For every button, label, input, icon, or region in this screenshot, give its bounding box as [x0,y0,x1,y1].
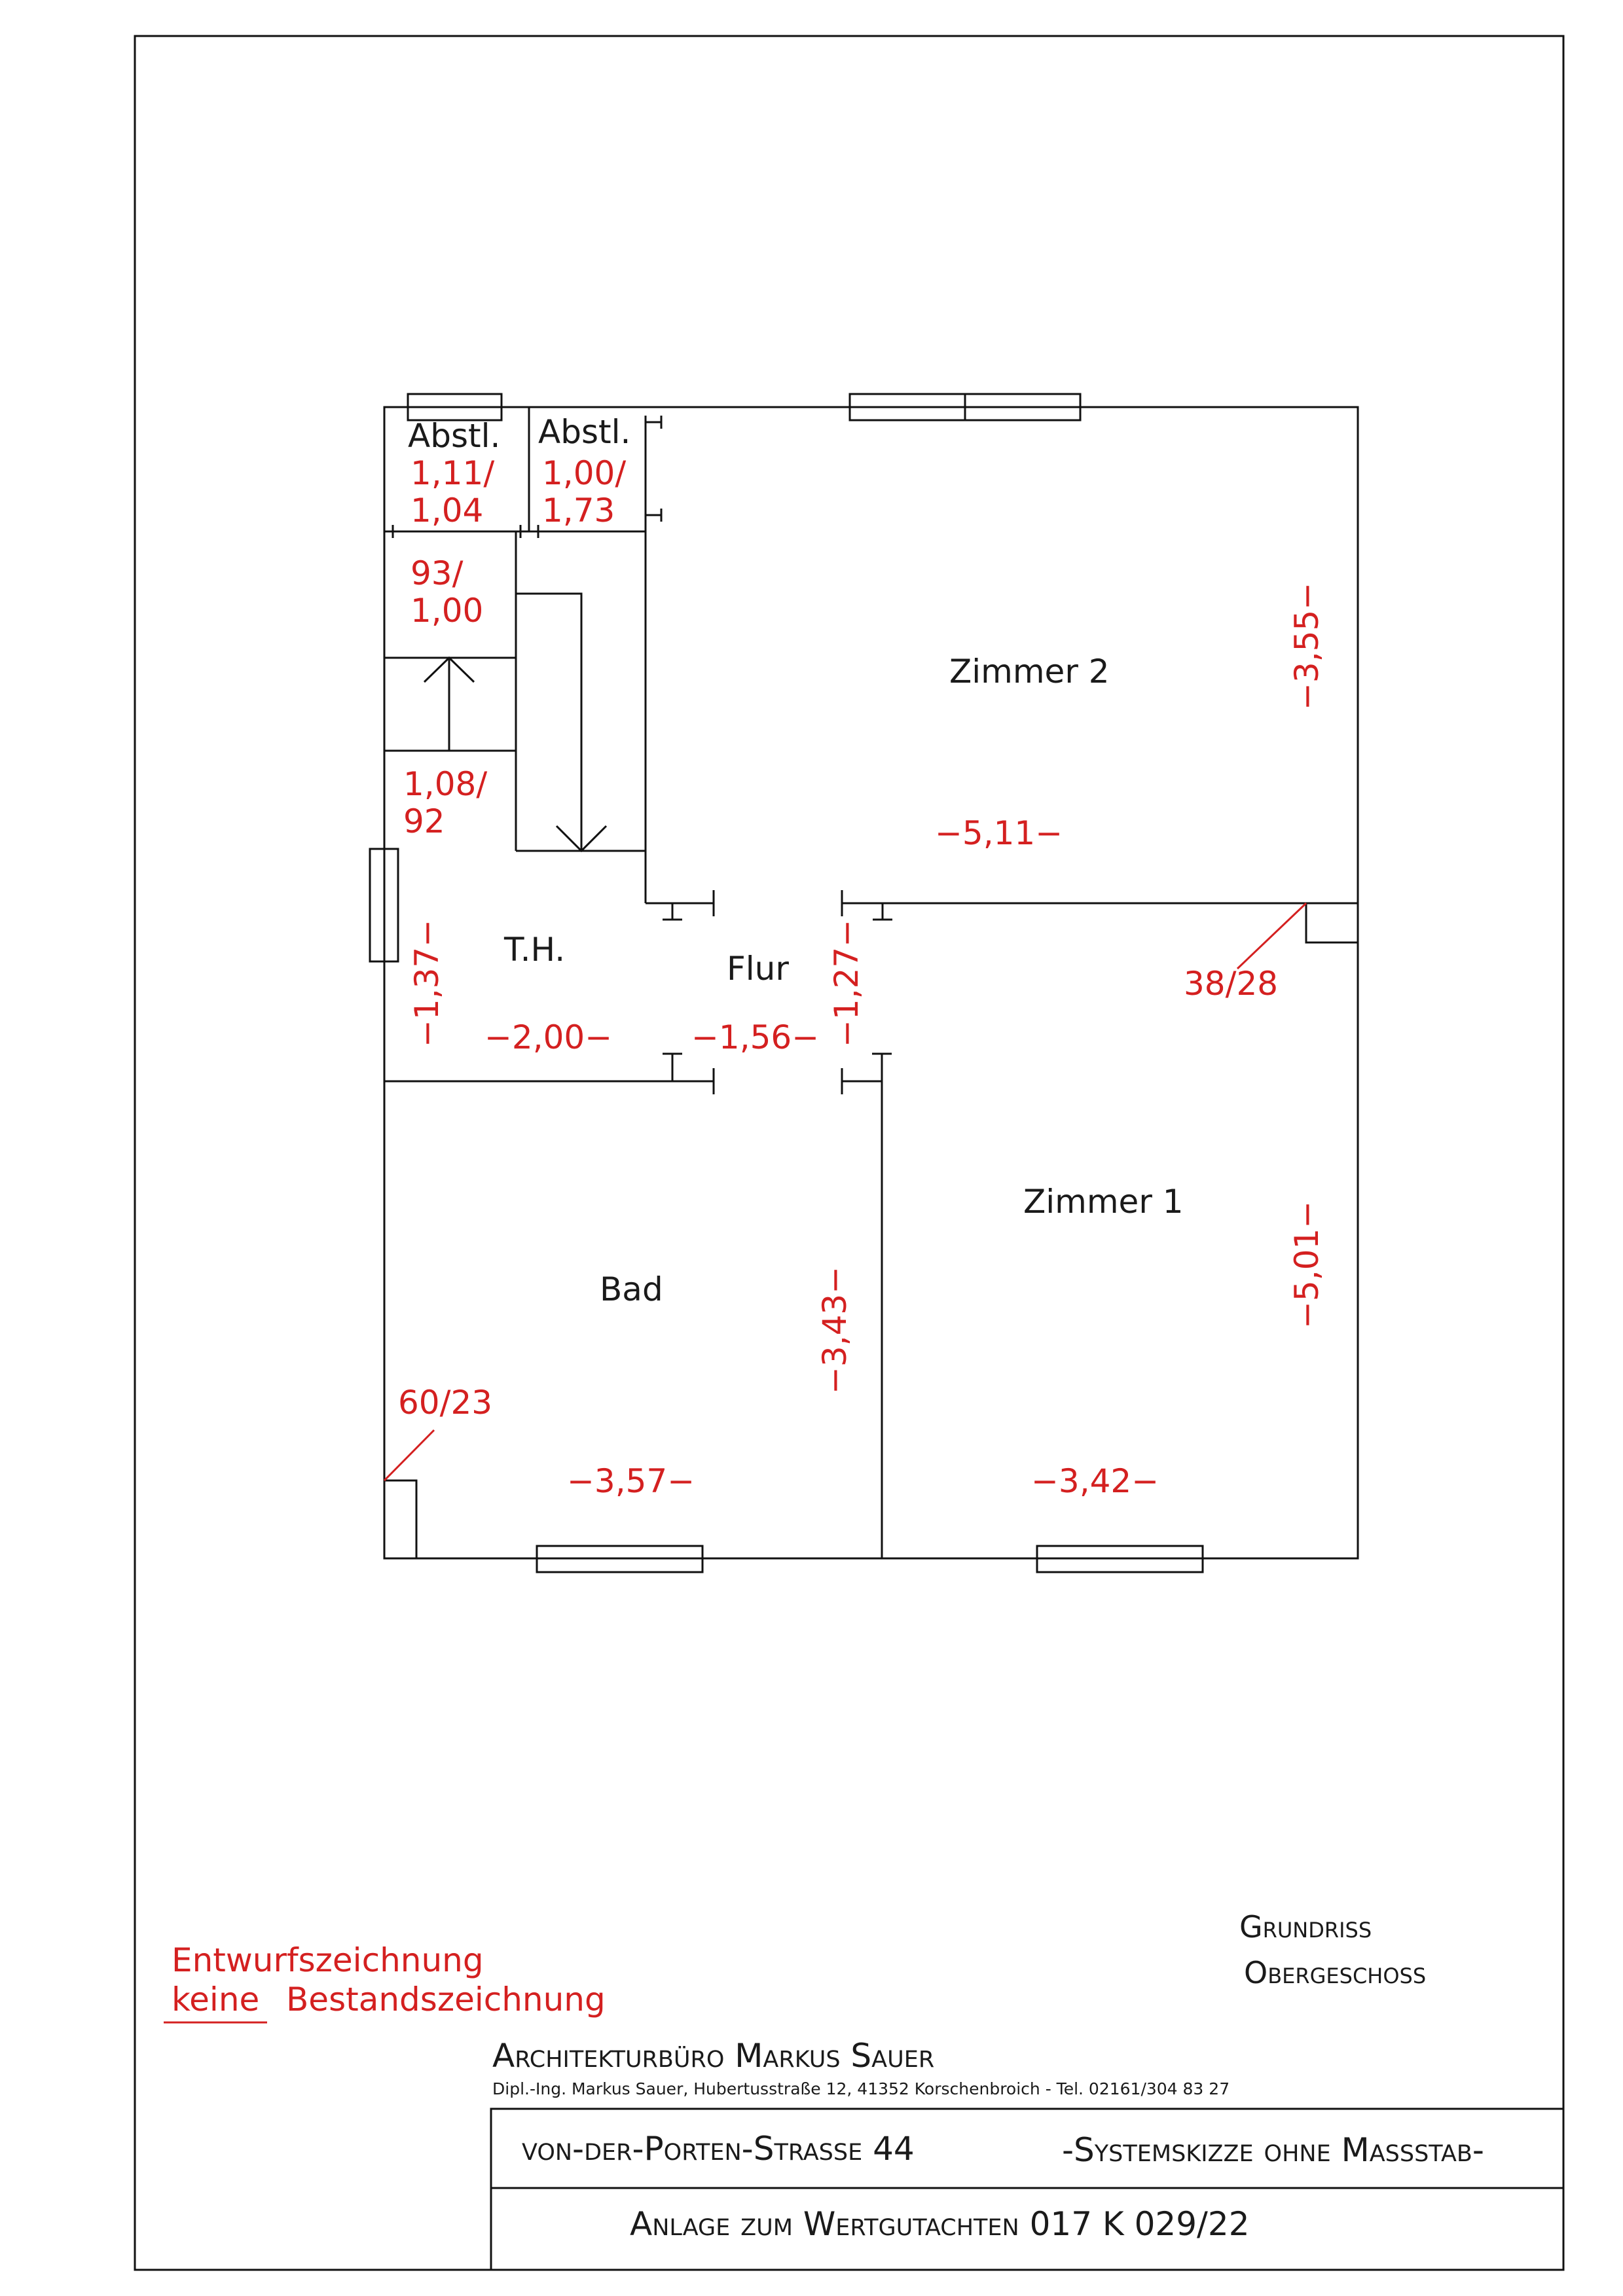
note-draft-line1: Entwurfszeichnung [172,1941,484,1979]
dim-zimmer1-width: −3,42− [1031,1462,1159,1500]
room-label-zimmer1: Zimmer 1 [1023,1183,1184,1221]
dim-abstl-right-h: 1,73 [542,492,615,529]
leader-chimney-z1 [1236,902,1307,970]
dim-zimmer1-depth: −5,01− [1288,1201,1326,1329]
office-details: Dipl.-Ing. Markus Sauer, Hubertusstraße … [492,2079,1230,2098]
project-address: von-der-Porten-Straße 44 [522,2130,915,2168]
dim-chimney-bad: 60/23 [398,1384,492,1422]
office-name: Architekturbüro Markus Sauer [492,2037,934,2075]
outer-wall [383,406,1359,1560]
room-label-th: T.H. [503,931,565,969]
dim-flur-width: −1,56− [691,1018,819,1056]
room-label-abstl-right: Abstl. [538,413,630,451]
title-block-frame [490,2108,1565,2271]
window-bottom-zimmer1 [1036,1545,1204,1573]
dim-abstl-left-h: 1,04 [410,492,483,529]
stair-arrow [555,825,608,853]
leader-chimney-bad [383,1429,435,1482]
room-label-abstl-left: Abstl. [408,417,500,455]
dim-abstl-left-w: 1,11/ [410,454,494,492]
drawing-title-line1: Grundriss [1239,1909,1372,1945]
stair-line [516,592,583,851]
room-label-flur: Flur [727,950,789,988]
note-draft-line2: Bestandszeichnung [286,1981,606,2018]
dim-abstl-right-w: 1,00/ [542,454,626,492]
dim-zimmer2-width: −5,11− [935,814,1063,852]
dim-th-width: −2,00− [484,1018,612,1056]
stair-arrow [423,656,475,683]
staircase [384,531,646,853]
room-label-bad: Bad [600,1270,663,1308]
dim-stair-a-w: 93/ [410,554,464,592]
dim-stair-b-w: 1,08/ [403,765,487,803]
dim-bad-depth: −3,43− [816,1266,854,1394]
dim-chimney-z1: 38/28 [1184,965,1278,1003]
floor-plan: Abstl. Abstl. Zimmer 2 T.H. Flur Zimmer … [369,393,1359,1573]
dim-stair-b-h: 92 [403,802,445,840]
windows [369,393,1204,1573]
dim-flur-depth: −1,27− [828,920,866,1047]
title-block: Architekturbüro Markus Sauer Dipl.-Ing. … [490,2037,1565,2271]
note-draft-keine: keine [172,1981,259,2018]
window-left-th [369,848,399,963]
dim-zimmer2-depth: −3,55− [1288,583,1326,710]
drawing-title-line2: Obergeschoss [1244,1955,1426,1990]
chimney-bad [384,1479,418,1558]
dim-stair-a-h: 1,00 [410,592,483,630]
window-top-storage [407,393,503,422]
room-label-zimmer2: Zimmer 2 [949,653,1110,691]
chimney-zimmer1 [1305,903,1358,944]
dim-bad-width: −3,57− [567,1462,695,1500]
dim-th-depth: −1,37− [408,920,446,1047]
window-bottom-bad [536,1545,704,1573]
appendix-reference: Anlage zum Wertgutachten 017 K 029/22 [630,2205,1250,2243]
scale-note: -Systemskizze ohne Maßstab- [1062,2131,1484,2169]
